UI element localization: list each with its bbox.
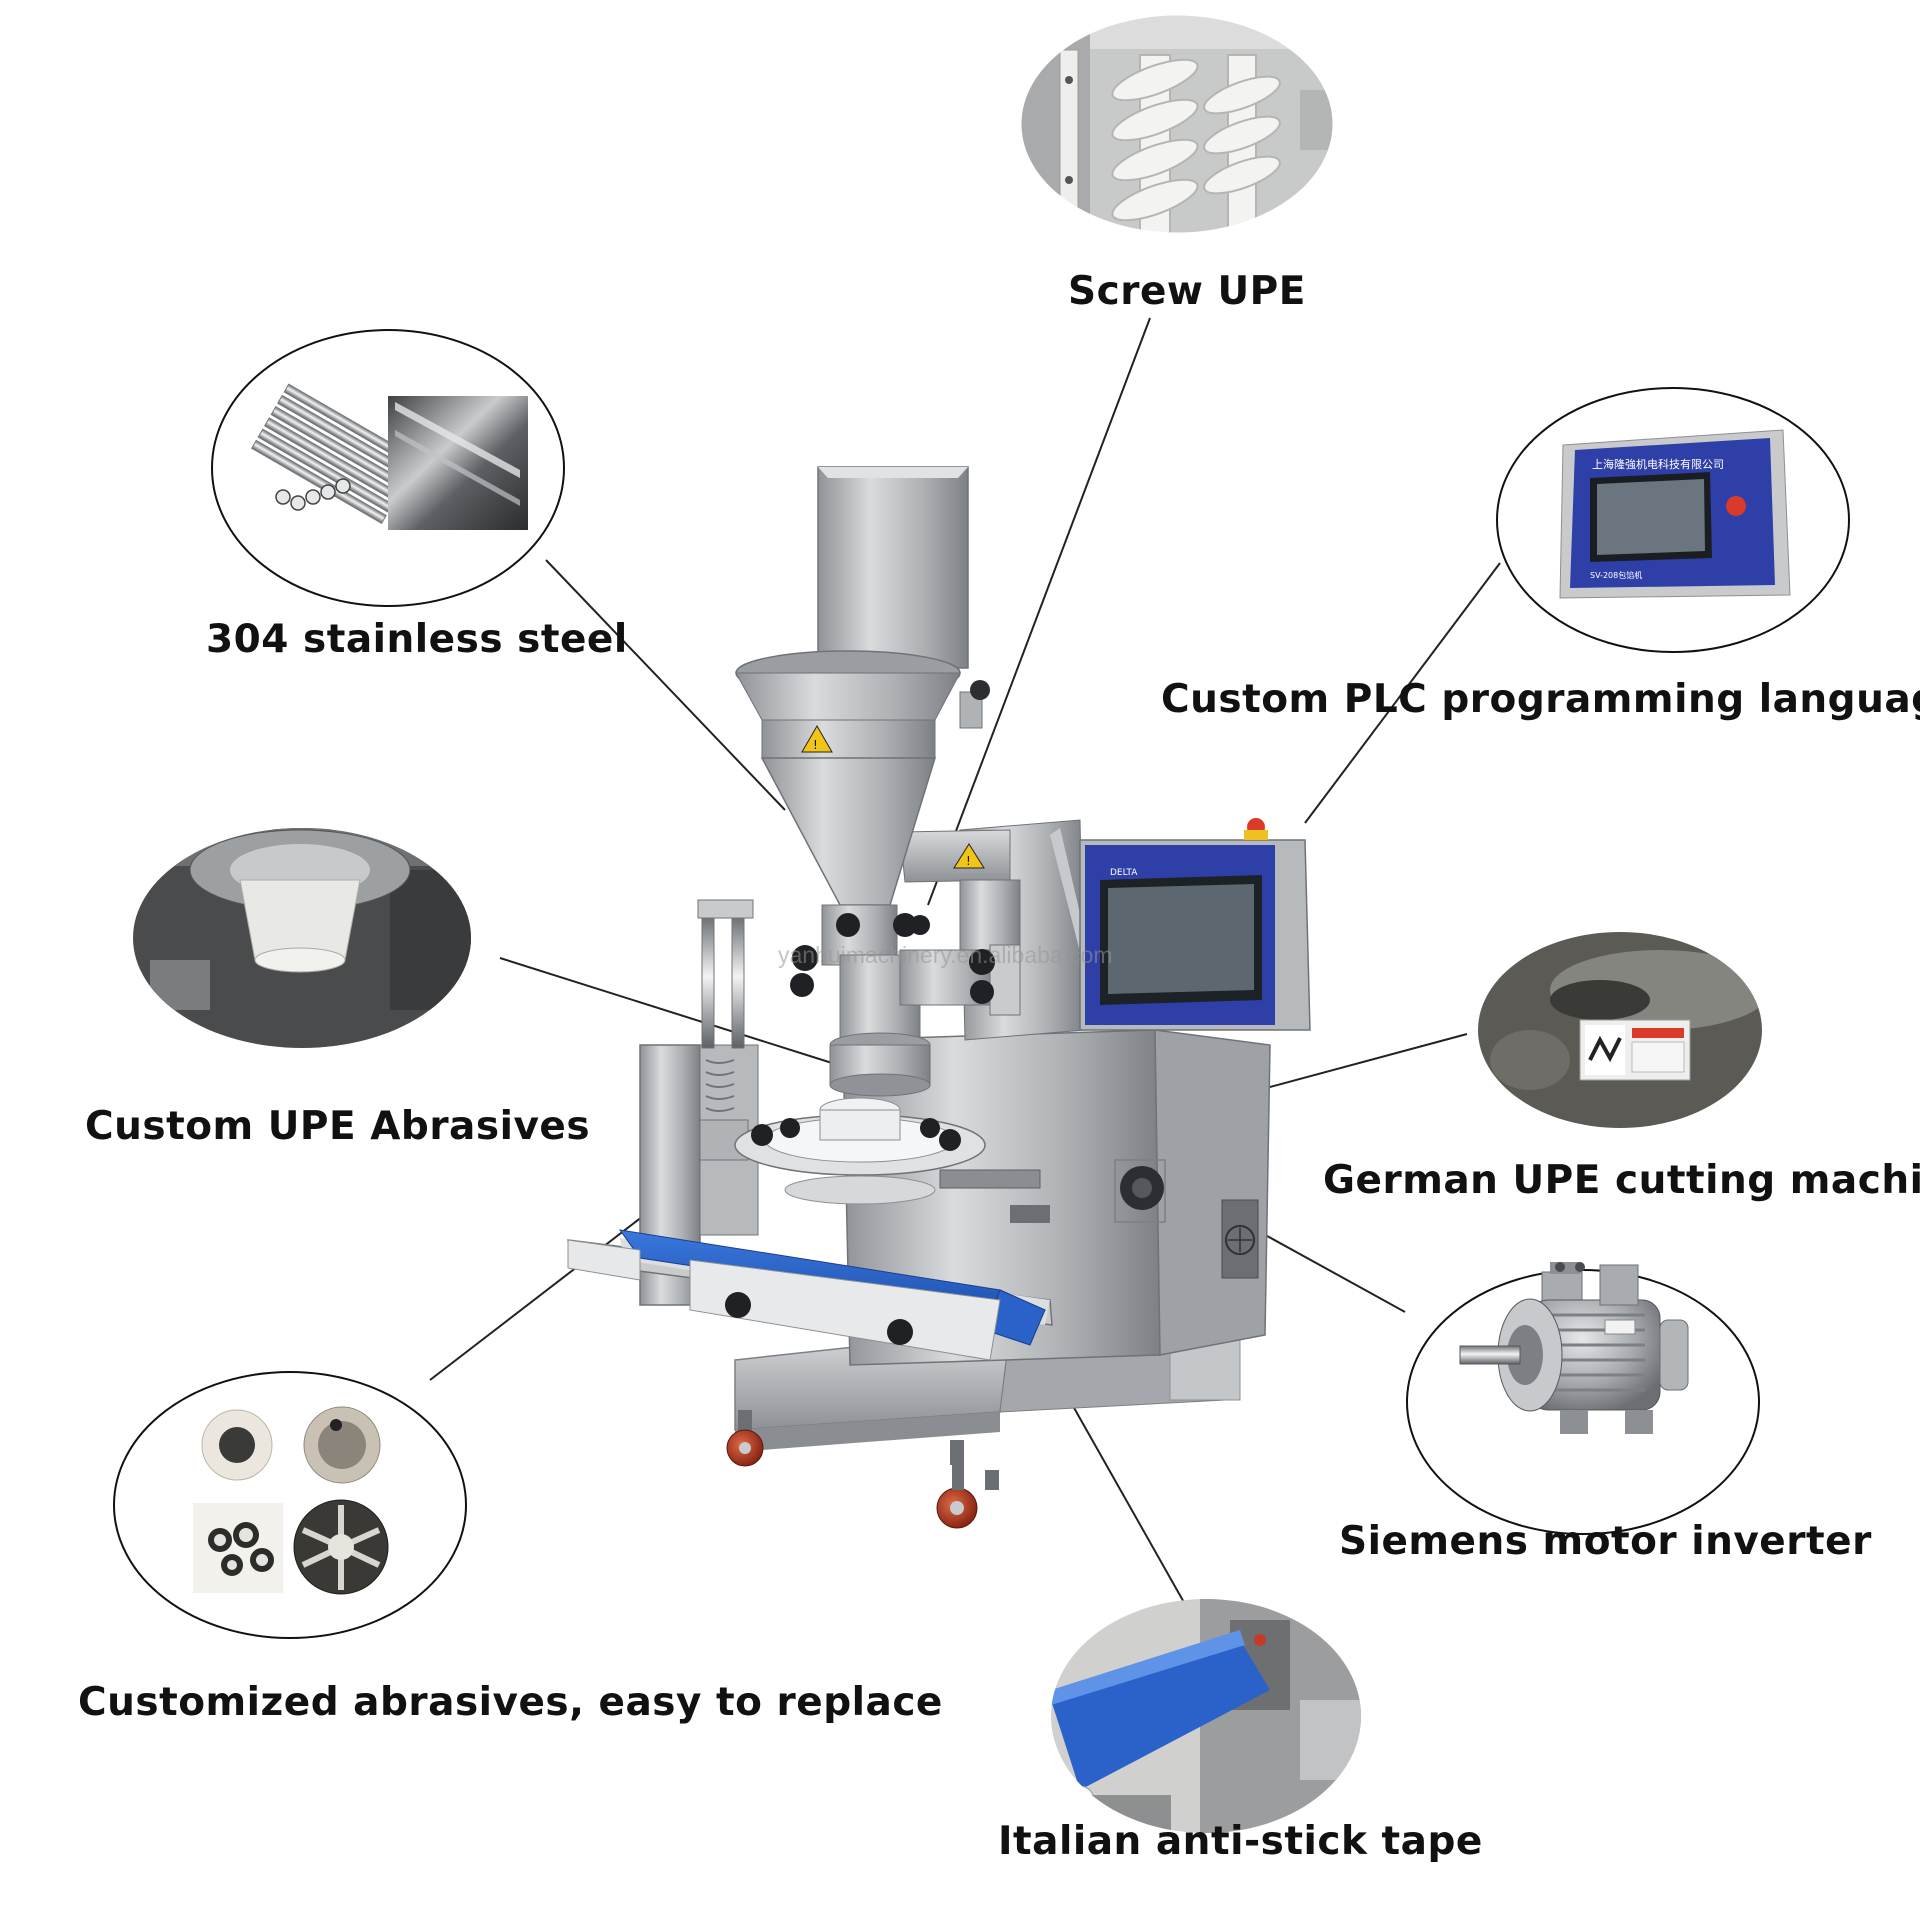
callout-upe-abrasives-image	[133, 828, 471, 1048]
callout-custom-abrasives-image	[113, 1371, 467, 1639]
leader-line-steel	[545, 559, 786, 811]
spring	[705, 1059, 735, 1112]
label-plc-language: Custom PLC programming language	[1161, 677, 1920, 722]
plc-company-text: 上海隆強机电科技有限公司	[1592, 457, 1724, 471]
leader-line-plc	[1304, 562, 1501, 824]
electric-motor-icon	[1459, 1262, 1689, 1434]
hmi-brand-text: DELTA	[1110, 868, 1138, 878]
callout-anti-stick-tape-image	[1051, 1599, 1361, 1833]
caster-wheels	[726, 1410, 999, 1529]
watermark-text: yanhuimachinery.en.alibaba.com	[778, 942, 1113, 968]
cooling-fan-vent	[1221, 1199, 1259, 1279]
callout-screw-upe-image	[1018, 12, 1336, 236]
machine-illustration: DELTA ! !	[567, 466, 1311, 1529]
label-cutting-machine: German UPE cutting machine	[1323, 1158, 1920, 1203]
callout-cutting-machine-image	[1478, 932, 1762, 1128]
leader-line-screw	[927, 317, 1151, 906]
callout-plc-panel-image: 上海隆強机电科技有限公司 SV-208包馅机	[1496, 387, 1850, 653]
label-screw-upe: Screw UPE	[1068, 269, 1306, 314]
callout-stainless-steel-image	[211, 329, 565, 607]
label-upe-abrasives: Custom UPE Abrasives	[85, 1104, 591, 1149]
warning-sign-icon: !	[953, 843, 985, 869]
plc-model-text: SV-208包馅机	[1590, 570, 1642, 580]
leader-line-upe-abrasives	[499, 957, 833, 1064]
clamp-knobs	[790, 913, 995, 1004]
label-stainless-steel: 304 stainless steel	[206, 617, 628, 662]
plc-emergency-stop-icon	[1726, 496, 1746, 516]
label-custom-abrasives: Customized abrasives, easy to replace	[78, 1680, 943, 1725]
callout-motor-image	[1406, 1262, 1760, 1535]
label-motor-inverter: Siemens motor inverter	[1339, 1519, 1872, 1564]
label-anti-stick-tape: Italian anti-stick tape	[998, 1819, 1483, 1864]
svg-text:!: !	[813, 738, 818, 752]
svg-text:!: !	[966, 854, 971, 868]
hmi-touch-panel: DELTA	[1079, 818, 1311, 1031]
hopper-warning-sign-icon: !	[801, 724, 833, 753]
